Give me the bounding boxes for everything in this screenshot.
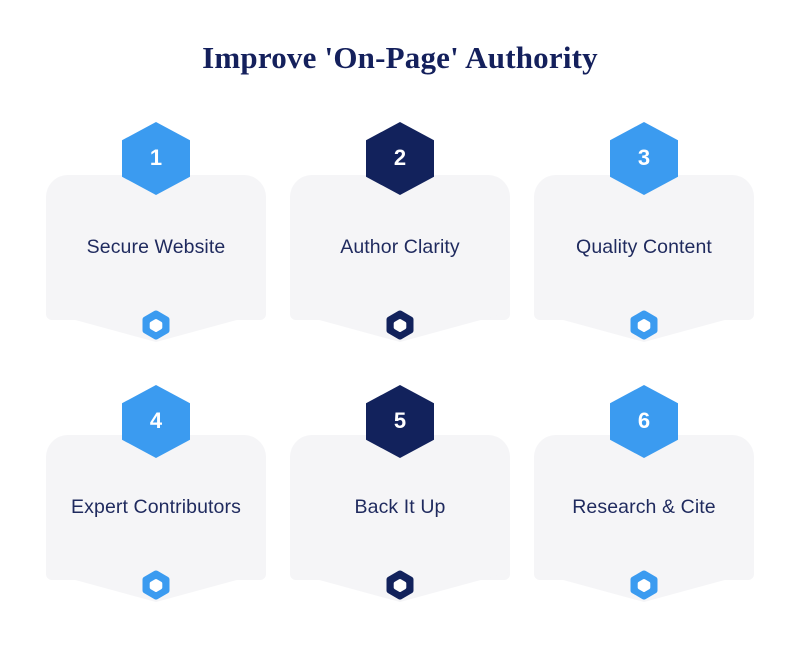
step-number: 1 [149,145,163,170]
step-number: 3 [637,145,651,170]
step-label: Secure Website [86,236,226,259]
step-number: 2 [393,145,407,170]
hexagon-outline-icon [142,310,170,340]
step-label: Back It Up [354,496,446,519]
hexagon-outline-icon [386,570,414,600]
step-label: Expert Contributors [71,496,241,519]
step-number: 5 [393,408,407,433]
step-card[interactable]: Expert Contributors 4 [46,375,266,627]
card-body [46,435,266,580]
hexagon-outline-icon [386,310,414,340]
step-card[interactable]: Research & Cite 6 [534,375,754,627]
step-number: 6 [637,408,651,433]
step-number: 4 [149,408,163,433]
step-card[interactable]: Quality Content 3 [534,122,754,374]
page-title: Improve 'On-Page' Authority [202,40,598,75]
hexagon-outline-icon [630,310,658,340]
hexagon-outline-icon [142,570,170,600]
step-card[interactable]: Back It Up 5 [290,375,510,627]
card-body [290,435,510,580]
hexagon-badge-icon[interactable]: 2 [366,122,434,195]
step-card[interactable]: Author Clarity 2 [290,122,510,374]
step-label: Research & Cite [572,496,716,519]
card-body [534,175,754,320]
step-label: Author Clarity [340,236,460,259]
hexagon-outline-icon [630,570,658,600]
hexagon-badge-icon[interactable]: 1 [122,122,190,195]
card-body [534,435,754,580]
card-body [290,175,510,320]
card-body [46,175,266,320]
step-card[interactable]: Secure Website 1 [46,122,266,374]
step-label: Quality Content [576,236,712,259]
